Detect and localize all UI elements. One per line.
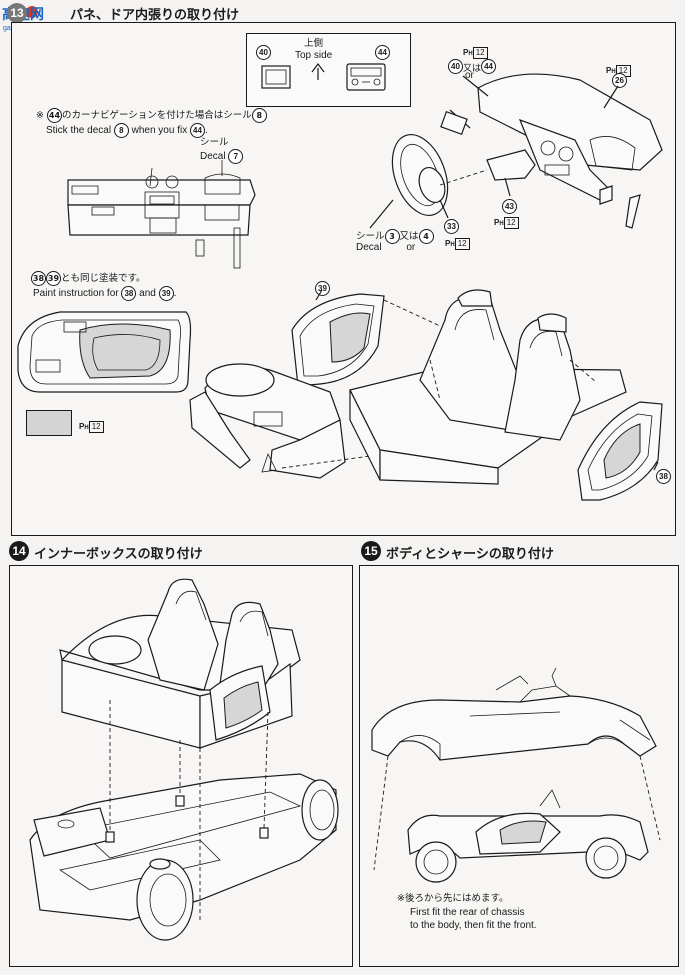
part43-label: 43 (502, 198, 517, 216)
step15-panel (359, 565, 679, 967)
paint-swatch (26, 410, 72, 436)
decal34-en: Decal or (356, 242, 416, 253)
part40-label: 40 (256, 44, 271, 62)
step13-title: パネ、ドア内張りの取り付け (70, 8, 240, 23)
decal7-jp: シール (200, 137, 229, 148)
step15-note-en2: to the body, then fit the front. (410, 920, 537, 931)
step14-title: インナーボックスの取り付け (34, 547, 203, 562)
top-side-en: Top side (295, 50, 333, 61)
decal7-en: Decal 7 (200, 149, 244, 164)
part39-callout: 39 (315, 280, 330, 298)
step14-number: 14 (9, 541, 29, 561)
step15-note-jp: ※後ろから先にはめます。 (397, 893, 509, 904)
part44-label: 44 (375, 44, 390, 62)
part26-label: 26 (612, 72, 627, 90)
step13-number: 13 (7, 3, 27, 23)
step15-note-en1: First fit the rear of chassis (410, 907, 525, 918)
or-en-a: or (465, 70, 474, 81)
step15-number: 15 (361, 541, 381, 561)
nav-note-en: Stick the decal 8 when you fix 44. (46, 123, 208, 138)
paint-note-en: Paint instruction for 38 and 39. (33, 286, 176, 301)
part38-callout: 38 (656, 468, 671, 486)
top-side-jp: 上側 (304, 38, 324, 49)
part33-label: 33 (444, 218, 459, 236)
step15-title: ボディとシャーシの取り付け (386, 547, 554, 562)
